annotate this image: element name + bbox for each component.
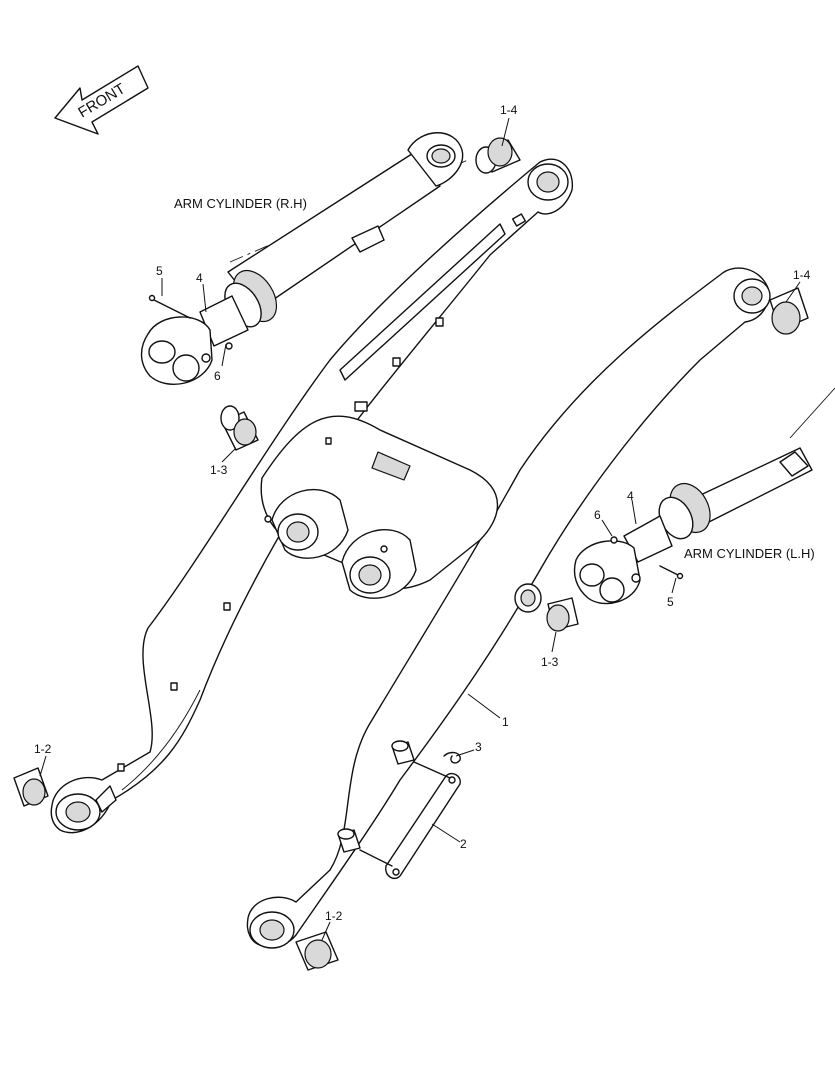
callout-4-right: 4 [627, 489, 634, 503]
callout-4-left: 4 [196, 271, 203, 285]
callout-1-4-right: 1-4 [793, 268, 811, 282]
callout-1: 1 [502, 715, 509, 729]
callout-6-left: 6 [214, 369, 221, 383]
arm-cylinder-lh [573, 387, 835, 605]
callout-1-3-left: 1-3 [210, 463, 228, 477]
bushing-1-4-top [475, 137, 521, 174]
bushing-1-2-bottom [295, 931, 339, 971]
clip-3 [443, 751, 461, 764]
bushing-1-3-left [220, 405, 259, 451]
callout-6-right: 6 [594, 508, 601, 522]
callout-1-2-left: 1-2 [34, 742, 52, 756]
callout-2: 2 [460, 837, 467, 851]
bushing-1-3-right [514, 583, 579, 632]
callout-3: 3 [475, 740, 482, 754]
callout-1-3-right: 1-3 [541, 655, 559, 669]
callout-5-right: 5 [667, 595, 674, 609]
arm-cylinder-rh [140, 132, 469, 385]
pins [337, 740, 451, 867]
boom-assembly [50, 158, 771, 949]
callout-1-2-bottom: 1-2 [325, 909, 343, 923]
arm-cylinder-lh-title: ARM CYLINDER (L.H) [684, 546, 815, 561]
link-plate-2 [385, 772, 461, 880]
callout-1-4-top: 1-4 [500, 103, 518, 117]
callout-5-left: 5 [156, 264, 163, 278]
bushing-1-2-left [13, 767, 49, 807]
arm-cylinder-rh-title: ARM CYLINDER (R.H) [174, 196, 307, 211]
front-arrow-icon [54, 65, 149, 135]
leader-lines [39, 117, 801, 941]
bushing-1-4-right [769, 287, 809, 335]
